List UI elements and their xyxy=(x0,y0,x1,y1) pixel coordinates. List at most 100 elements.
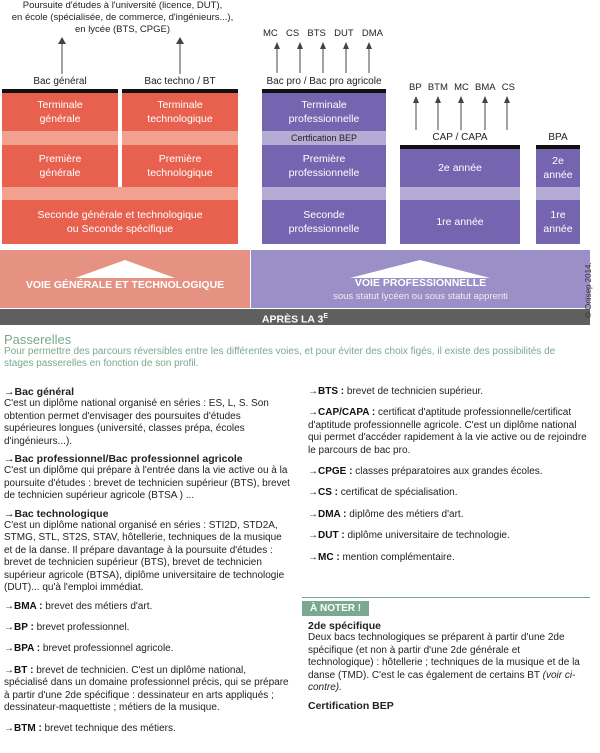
arrow-icon: → xyxy=(4,723,14,735)
def-title-bac-pro: Bac professionnel/Bac professionnel agri… xyxy=(14,453,243,466)
def-bt: →BT : brevet de technicien. C'est un dip… xyxy=(4,664,289,713)
box-cap-2: 2e année xyxy=(400,149,520,187)
arrow-icon: → xyxy=(4,453,15,466)
note-text: Deux bacs technologiques se préparent à … xyxy=(308,632,580,694)
top-mid-bts: BTS xyxy=(307,28,326,39)
def-bac-pro: C'est un diplôme qui prépare à l'entrée … xyxy=(4,465,290,502)
def-bts: →BTS : brevet de technicien supérieur. xyxy=(308,386,484,397)
header-bac-techno: Bac techno / BT xyxy=(144,76,216,87)
top-left-line-1: Poursuite d'études à l'université (licen… xyxy=(22,0,223,11)
def-bac-techno: C'est un diplôme national organisé en sé… xyxy=(4,520,285,594)
band-voie-pro xyxy=(251,250,590,308)
arrow-icon: → xyxy=(4,507,15,520)
def-btm: →BTM : brevet technique des métiers. xyxy=(4,723,176,735)
bar-bac-techno xyxy=(122,89,238,93)
label-voie-generale: VOIE GÉNÉRALE ET TECHNOLOGIQUE xyxy=(25,279,225,291)
arrow-icon: → xyxy=(308,407,318,419)
def-cap: →CAP/CAPA : certificat d'aptitude profes… xyxy=(308,407,587,456)
gap-gen-2 xyxy=(2,187,238,200)
top-right-cs: CS xyxy=(501,82,515,93)
arrows-mid xyxy=(274,42,372,73)
note-title: 2de spécifique xyxy=(308,620,381,632)
top-mid-destinations: MC CS BTS DUT DMA xyxy=(263,28,383,40)
top-left-line-2: en école (spécialisée, de commerce, d'in… xyxy=(11,12,234,23)
arrow-icon: → xyxy=(308,551,318,563)
note-box: À NOTER ! 2de spécifique Deux bacs techn… xyxy=(302,597,590,713)
passerelles-title: Passerelles xyxy=(4,332,72,347)
arrow-icon: → xyxy=(4,664,14,676)
triangle-voie-pro xyxy=(350,260,490,278)
arrows-right xyxy=(413,96,510,130)
arrow-icon: → xyxy=(4,600,14,612)
def-dma: →DMA : diplôme des métiers d'art. xyxy=(308,508,464,520)
label-voie-pro: VOIE PROFESSIONNELLE xyxy=(354,277,487,289)
arrow-icon: → xyxy=(308,466,318,478)
box-cap-1: 1re année xyxy=(400,200,520,244)
def-title-bac-general: Bac général xyxy=(14,386,75,398)
def-bac-general: C'est un diplôme national organisé en sé… xyxy=(4,398,269,447)
passerelles-text: Pour permettre des parcours réversibles … xyxy=(4,346,556,369)
gap-pro-2 xyxy=(262,187,386,200)
top-mid-mc: MC xyxy=(263,28,278,39)
def-mc: →MC : mention complémentaire. xyxy=(308,551,455,563)
top-left-destinations: Poursuite d'études à l'université (licen… xyxy=(0,0,245,36)
arrow-icon: → xyxy=(308,508,318,520)
def-cpge: →CPGE : classes préparatoires aux grande… xyxy=(308,466,543,478)
def-dut: →DUT : diplôme universitaire de technolo… xyxy=(308,530,510,542)
gap-gen-1 xyxy=(2,131,118,145)
top-right-bp: BP xyxy=(409,82,422,93)
def-title-bac-techno: Bac technologique xyxy=(14,507,109,520)
top-mid-dut: DUT xyxy=(334,28,354,39)
copyright: © Onisep 2014. xyxy=(584,262,593,318)
banner-apres-3e: APRÈS LA 3E xyxy=(0,309,590,326)
bar-bac-general xyxy=(2,89,118,93)
gap-cap xyxy=(400,187,520,200)
triangle-voie-generale xyxy=(75,260,175,278)
def-bp: →BP : brevet professionnel. xyxy=(4,621,130,633)
right-column: →BTS : brevet de technicien supérieur. →… xyxy=(308,386,592,564)
left-column: →Bac général C'est un diplôme national o… xyxy=(4,386,292,736)
label-voie-pro-sub: sous statut lycéen ou sous statut appren… xyxy=(333,291,508,302)
band-voie-generale xyxy=(0,250,250,308)
header-cap: CAP / CAPA xyxy=(432,132,488,143)
top-right-bma: BMA xyxy=(475,82,496,93)
gap-bpa xyxy=(536,187,580,200)
def-cs: →CS : certificat de spécialisation. xyxy=(308,487,458,499)
def-bma: →BMA : brevet des métiers d'art. xyxy=(4,600,153,612)
arrows-left xyxy=(58,37,184,74)
bar-cap xyxy=(400,145,520,149)
arrows-layer xyxy=(58,37,510,130)
note-label: À NOTER ! xyxy=(302,601,370,616)
bar-bpa xyxy=(536,145,580,149)
arrow-icon: → xyxy=(308,530,318,542)
note-cert-title: Certification BEP xyxy=(308,700,394,713)
top-right-mc: MC xyxy=(454,82,469,93)
arrow-icon: → xyxy=(308,386,318,397)
top-right-destinations: BP BTM MC BMA CS xyxy=(409,82,515,94)
def-bpa: →BPA : brevet professionnel agricole. xyxy=(4,643,174,655)
arrow-icon: → xyxy=(4,643,14,655)
gap-tech-1 xyxy=(122,131,238,145)
bar-bac-pro xyxy=(262,89,386,93)
arrow-icon: → xyxy=(308,487,318,499)
top-mid-dma: DMA xyxy=(361,28,383,39)
arrow-icon: → xyxy=(4,386,15,398)
top-mid-cs: CS xyxy=(286,28,300,39)
box-certification-bep: Certfication BEP xyxy=(262,131,386,145)
top-left-line-3: en lycée (BTS, CPGE) xyxy=(74,24,171,35)
header-bac-pro: Bac pro / Bac pro agricole xyxy=(266,76,382,87)
arrow-icon: → xyxy=(4,621,14,633)
header-bpa: BPA xyxy=(548,132,568,143)
header-bac-general: Bac général xyxy=(33,76,87,87)
top-right-btm: BTM xyxy=(427,82,448,93)
